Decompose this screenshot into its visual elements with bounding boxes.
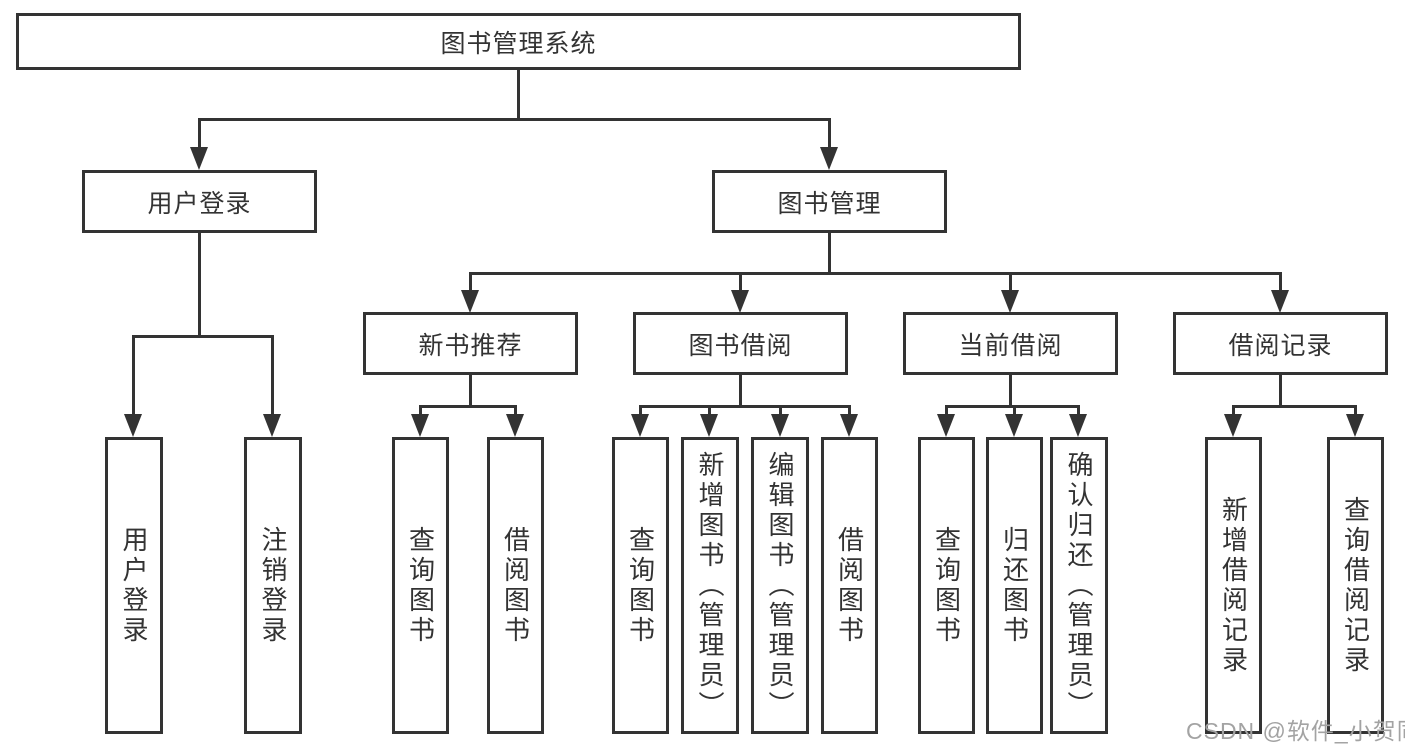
node-label: 借阅图书 — [834, 525, 865, 646]
node-label: 图书借阅 — [688, 331, 793, 360]
node-user-login: 用户登录 — [82, 170, 317, 233]
arrow-down-icon — [1271, 290, 1289, 313]
connector-line — [1279, 375, 1282, 408]
connector-line — [419, 408, 422, 416]
node-book-borrow: 图书借阅 — [633, 312, 848, 375]
arrow-down-icon — [771, 414, 789, 437]
arrow-down-icon — [1001, 290, 1019, 313]
connector-line — [198, 121, 201, 148]
arrow-down-icon — [731, 290, 749, 313]
node-library-system: 图书管理系统 — [16, 13, 1021, 70]
node-label: 图书管理系统 — [440, 29, 597, 58]
leaf-query-borrow-record: 查询借阅记录 — [1327, 437, 1384, 734]
connector-line — [1009, 275, 1012, 291]
arrow-down-icon — [506, 414, 524, 437]
arrow-down-icon — [1346, 414, 1364, 437]
node-label: 借阅记录 — [1228, 331, 1333, 360]
leaf-edit-books-admin: 编辑图书（管理员） — [751, 437, 809, 734]
node-label: 图书管理 — [777, 189, 882, 218]
arrow-down-icon — [631, 414, 649, 437]
leaf-add-books-admin: 新增图书（管理员） — [681, 437, 739, 734]
arrow-down-icon — [1224, 414, 1242, 437]
connector-line — [739, 275, 742, 291]
node-label: 查询图书 — [625, 525, 656, 646]
connector-line — [198, 233, 201, 335]
arrow-down-icon — [1005, 414, 1023, 437]
connector-line — [639, 405, 851, 408]
connector-line — [945, 405, 1080, 408]
connector-line — [1232, 408, 1235, 416]
node-label: 编辑图书（管理员） — [765, 450, 795, 721]
leaf-query-books-3: 查询图书 — [918, 437, 975, 734]
connector-line — [1232, 405, 1357, 408]
connector-line — [469, 375, 472, 408]
connector-line — [1077, 408, 1080, 416]
arrow-down-icon — [820, 147, 838, 170]
connector-line — [1354, 408, 1357, 416]
leaf-logout: 注销登录 — [244, 437, 302, 734]
leaf-confirm-return-admin: 确认归还（管理员） — [1050, 437, 1108, 734]
connector-line — [1009, 375, 1012, 408]
connector-line — [419, 405, 517, 408]
connector-line — [469, 275, 472, 291]
node-book-management: 图书管理 — [712, 170, 947, 233]
leaf-user-login: 用户登录 — [105, 437, 163, 734]
connector-line — [1279, 275, 1282, 291]
connector-line — [1013, 408, 1016, 416]
node-borrow-records: 借阅记录 — [1173, 312, 1388, 375]
arrow-down-icon — [124, 414, 142, 437]
node-label: 当前借阅 — [958, 331, 1063, 360]
connector-line — [739, 375, 742, 408]
connector-line — [469, 272, 1282, 275]
leaf-return-books: 归还图书 — [986, 437, 1043, 734]
node-label: 新增借阅记录 — [1218, 495, 1249, 676]
arrow-down-icon — [411, 414, 429, 437]
arrow-down-icon — [937, 414, 955, 437]
leaf-query-books-2: 查询图书 — [612, 437, 669, 734]
csdn-watermark: CSDN @软件_小贺同学 — [1186, 718, 1405, 744]
connector-line — [639, 408, 642, 416]
arrow-down-icon — [263, 414, 281, 437]
connector-line — [517, 70, 520, 121]
connector-line — [945, 408, 948, 416]
node-label: 用户登录 — [147, 189, 252, 218]
node-label: 确认归还（管理员） — [1064, 450, 1094, 721]
connector-line — [708, 408, 711, 416]
leaf-borrow-books-2: 借阅图书 — [821, 437, 878, 734]
arrow-down-icon — [461, 290, 479, 313]
connector-line — [828, 121, 831, 148]
leaf-borrow-books-1: 借阅图书 — [487, 437, 544, 734]
node-label: 查询图书 — [405, 525, 436, 646]
node-label: 借阅图书 — [500, 525, 531, 646]
node-label: 用户登录 — [119, 525, 149, 646]
leaf-query-books-1: 查询图书 — [392, 437, 449, 734]
connector-line — [828, 233, 831, 274]
arrow-down-icon — [190, 147, 208, 170]
node-current-borrow: 当前借阅 — [903, 312, 1118, 375]
connector-line — [132, 335, 274, 338]
connector-line — [198, 118, 831, 121]
node-label: 归还图书 — [999, 525, 1030, 646]
arrow-down-icon — [1069, 414, 1087, 437]
node-label: 查询图书 — [931, 525, 962, 646]
node-label: 注销登录 — [258, 525, 288, 646]
node-new-book-recommend: 新书推荐 — [363, 312, 578, 375]
arrow-down-icon — [840, 414, 858, 437]
connector-line — [132, 338, 135, 416]
node-label: 新书推荐 — [418, 331, 523, 360]
connector-line — [271, 338, 274, 416]
connector-line — [779, 408, 782, 416]
arrow-down-icon — [700, 414, 718, 437]
node-label: 新增图书（管理员） — [695, 450, 725, 721]
connector-line — [848, 408, 851, 416]
node-label: 查询借阅记录 — [1340, 495, 1371, 676]
connector-line — [514, 408, 517, 416]
leaf-add-borrow-record: 新增借阅记录 — [1205, 437, 1262, 734]
